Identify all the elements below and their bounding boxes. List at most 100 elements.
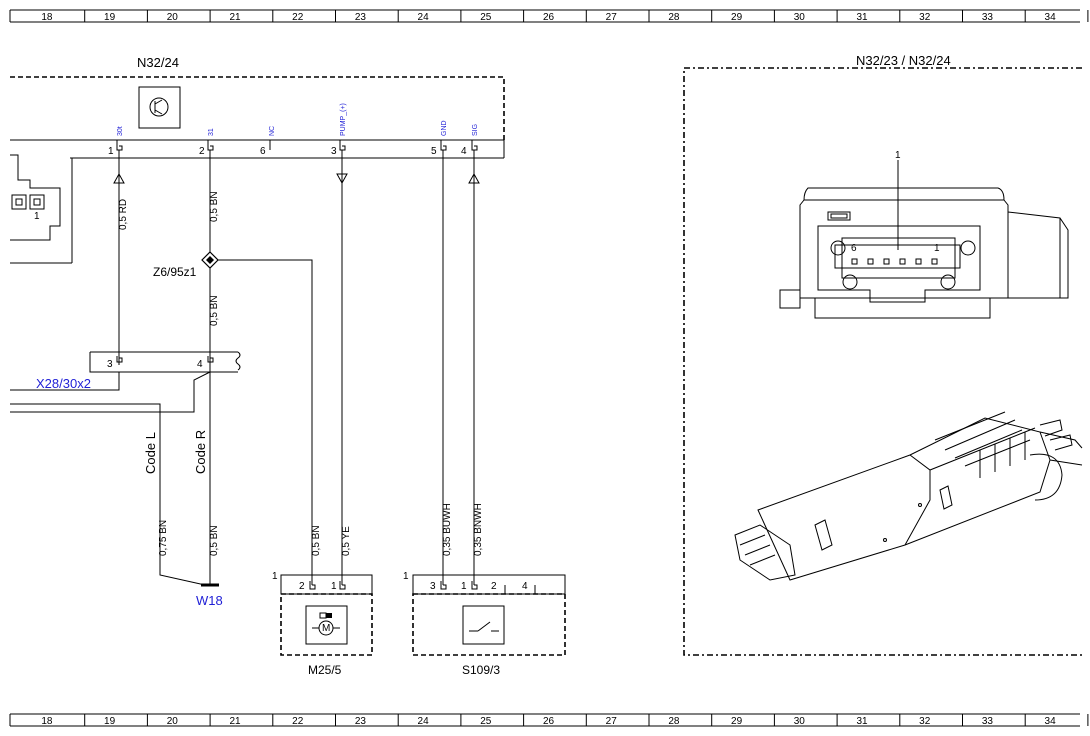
ruler-top-label-30: 30 bbox=[794, 12, 806, 23]
ruler-top-label-18: 18 bbox=[41, 12, 53, 23]
ruler-bottom-label-26: 26 bbox=[543, 716, 555, 727]
wire-label-bnwh: 0,35 BNWH bbox=[473, 503, 484, 556]
ruler-top-label-19: 19 bbox=[104, 12, 116, 23]
ruler-top-label-32: 32 bbox=[919, 12, 931, 23]
ruler-top-label-23: 23 bbox=[355, 12, 367, 23]
control-unit-boundary bbox=[10, 76, 505, 140]
ruler-bottom-label-25: 25 bbox=[480, 716, 492, 727]
code-l-label: Code L bbox=[143, 432, 158, 474]
ruler-bottom-label-21: 21 bbox=[229, 716, 241, 727]
ruler-bottom-label-19: 19 bbox=[104, 716, 116, 727]
svg-text:1: 1 bbox=[331, 581, 337, 592]
switch-icon bbox=[462, 605, 505, 645]
connector-iso-drawing bbox=[734, 411, 1083, 581]
code-r-label: Code R bbox=[193, 430, 208, 474]
wire-label-05bn-motor: 0,5 BN bbox=[311, 525, 322, 556]
ruler-top-label-31: 31 bbox=[856, 12, 868, 23]
pin-number-1: 1 bbox=[108, 146, 114, 157]
ruler-top-label-33: 33 bbox=[982, 12, 994, 23]
top-ruler: 18 19 20 21 22 23 24 25 26 27 28 29 30 31 32 33 34 bbox=[9, 9, 1089, 23]
control-unit-label: N32/24 bbox=[137, 55, 179, 70]
pin-number-3: 3 bbox=[331, 146, 337, 157]
connector-view-boundary bbox=[683, 67, 1082, 656]
wire-x28-left bbox=[10, 372, 120, 391]
ruler-bottom-label-20: 20 bbox=[167, 716, 179, 727]
pin-terminals bbox=[116, 140, 478, 151]
ruler-top-label-25: 25 bbox=[480, 12, 492, 23]
switch-label: S109/3 bbox=[462, 663, 500, 677]
splice-label: Z6/95z1 bbox=[153, 265, 197, 279]
pin-number-2: 2 bbox=[199, 146, 205, 157]
wire-label-buwh: 0,35 BUWH bbox=[442, 503, 453, 556]
connector-x28: 3 4 bbox=[89, 351, 241, 373]
ruler-top-label-26: 26 bbox=[543, 12, 555, 23]
ruler-bottom-label-30: 30 bbox=[794, 716, 806, 727]
splice-icon bbox=[201, 251, 219, 269]
ruler-top-label-21: 21 bbox=[229, 12, 241, 23]
ruler-top-label-28: 28 bbox=[668, 12, 680, 23]
direction-arrow-down-icon bbox=[336, 173, 348, 185]
pin-signal-30t: 30t bbox=[117, 126, 124, 136]
ruler-bottom-label-23: 23 bbox=[355, 716, 367, 727]
wire-label-bn-1: 0,5 BN bbox=[209, 191, 220, 222]
switch-connector bbox=[412, 574, 566, 595]
ruler-bottom-label-24: 24 bbox=[418, 716, 430, 727]
ruler-bottom-label-28: 28 bbox=[668, 716, 680, 727]
left-stub-pin: 1 bbox=[34, 211, 40, 222]
ruler-top-label-27: 27 bbox=[606, 12, 618, 23]
ruler-top-label-22: 22 bbox=[292, 12, 304, 23]
wire-splice-to-motor bbox=[218, 259, 313, 585]
svg-text:M: M bbox=[322, 623, 330, 634]
wire-label-rd: 0,5 RD bbox=[118, 199, 129, 230]
pin-number-6: 6 bbox=[260, 146, 266, 157]
pin-signal-sig: SIG bbox=[472, 124, 479, 136]
ruler-top-label-29: 29 bbox=[731, 12, 743, 23]
wire-label-bn-2: 0,5 BN bbox=[209, 295, 220, 326]
direction-arrow-up-icon bbox=[468, 172, 480, 184]
ruler-bottom-label-34: 34 bbox=[1045, 716, 1057, 727]
wire-label-05bn-w18: 0,5 BN bbox=[209, 525, 220, 556]
pin-signal-gnd: GND bbox=[441, 120, 448, 136]
svg-text:4: 4 bbox=[197, 359, 203, 370]
pin-signal-pump: PUMP_(+) bbox=[340, 103, 347, 136]
ruler-bottom-label-32: 32 bbox=[919, 716, 931, 727]
ground-label: W18 bbox=[196, 593, 223, 608]
ruler-bottom-label-31: 31 bbox=[856, 716, 868, 727]
svg-text:1: 1 bbox=[461, 581, 467, 592]
ruler-bottom-label-29: 29 bbox=[731, 716, 743, 727]
pin-number-4: 4 bbox=[461, 146, 467, 157]
ruler-bottom-label-27: 27 bbox=[606, 716, 618, 727]
svg-text:3: 3 bbox=[430, 581, 436, 592]
wire-label-075bn: 0,75 BN bbox=[158, 520, 169, 556]
left-partial-connector: 1 bbox=[10, 154, 61, 241]
ruler-top-label-24: 24 bbox=[418, 12, 430, 23]
wire-label-05ye: 0,5 YE bbox=[341, 526, 352, 556]
motor-icon: M bbox=[305, 605, 348, 645]
wire-code-l bbox=[10, 403, 206, 586]
wire-x28-bus bbox=[10, 371, 211, 413]
ruler-top-label-20: 20 bbox=[167, 12, 179, 23]
connector-view-title: N32/23 / N32/24 bbox=[856, 53, 951, 68]
pin-signal-nc: NC bbox=[269, 126, 276, 136]
ruler-top-label-34: 34 bbox=[1045, 12, 1057, 23]
transistor-symbol-icon bbox=[138, 86, 181, 129]
ruler-bottom-label-33: 33 bbox=[982, 716, 994, 727]
connector-label: X28/30x2 bbox=[36, 376, 91, 391]
face-pin-1: 1 bbox=[934, 243, 940, 254]
pin-signal-31: 31 bbox=[208, 128, 215, 136]
motor-connector bbox=[280, 574, 373, 595]
svg-text:2: 2 bbox=[299, 581, 305, 592]
callout-number: 1 bbox=[895, 150, 901, 161]
pin-number-5: 5 bbox=[431, 146, 437, 157]
svg-text:2: 2 bbox=[491, 581, 497, 592]
svg-text:1: 1 bbox=[272, 571, 278, 582]
motor-boundary bbox=[280, 593, 373, 656]
ruler-bottom-label-22: 22 bbox=[292, 716, 304, 727]
svg-text:3: 3 bbox=[107, 359, 113, 370]
svg-text:1: 1 bbox=[403, 571, 409, 582]
face-pin-6: 6 bbox=[851, 243, 857, 254]
motor-label: M25/5 bbox=[308, 663, 342, 677]
svg-text:4: 4 bbox=[522, 581, 528, 592]
